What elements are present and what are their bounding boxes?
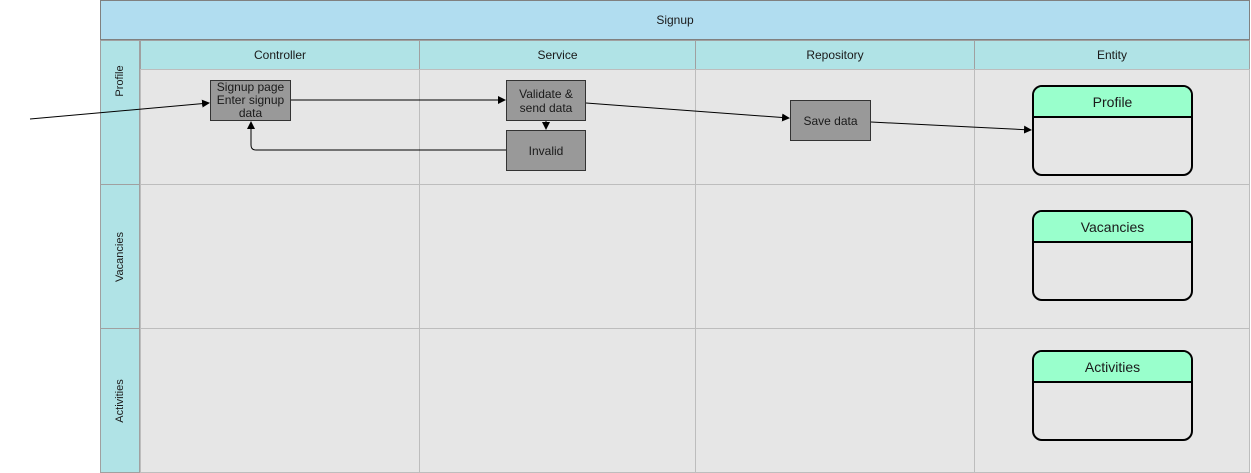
column-header-service: Service [419,40,696,70]
cell-activities-controller [140,328,420,473]
edge-start-to-signup [29,99,210,120]
edge-validate-to-save [585,102,790,122]
node-validate-send-data[interactable]: Validate & send data [506,80,586,121]
entity-vacancies[interactable]: Vacancies [1032,210,1193,301]
cell-activities-service [419,328,696,473]
node-signup-page[interactable]: Signup page Enter signup data [210,80,291,121]
node-save-data[interactable]: Save data [790,100,871,141]
entity-activities[interactable]: Activities [1032,350,1193,441]
entity-profile-header: Profile [1034,87,1191,118]
pool-title: Signup [100,0,1250,40]
pool-title-label: Signup [656,13,694,27]
row-header-activities: Activities [100,328,140,473]
edge-save-to-profile [870,121,1032,134]
cell-vacancies-repository [695,184,975,329]
entity-vacancies-header: Vacancies [1034,212,1191,243]
node-invalid[interactable]: Invalid [506,130,586,171]
column-header-entity: Entity [974,40,1250,70]
row-header-vacancies: Vacancies [100,184,140,329]
cell-activities-repository [695,328,975,473]
edge-invalid-to-signup [247,121,506,151]
entity-profile[interactable]: Profile [1032,85,1193,176]
entity-activities-header: Activities [1034,352,1191,383]
